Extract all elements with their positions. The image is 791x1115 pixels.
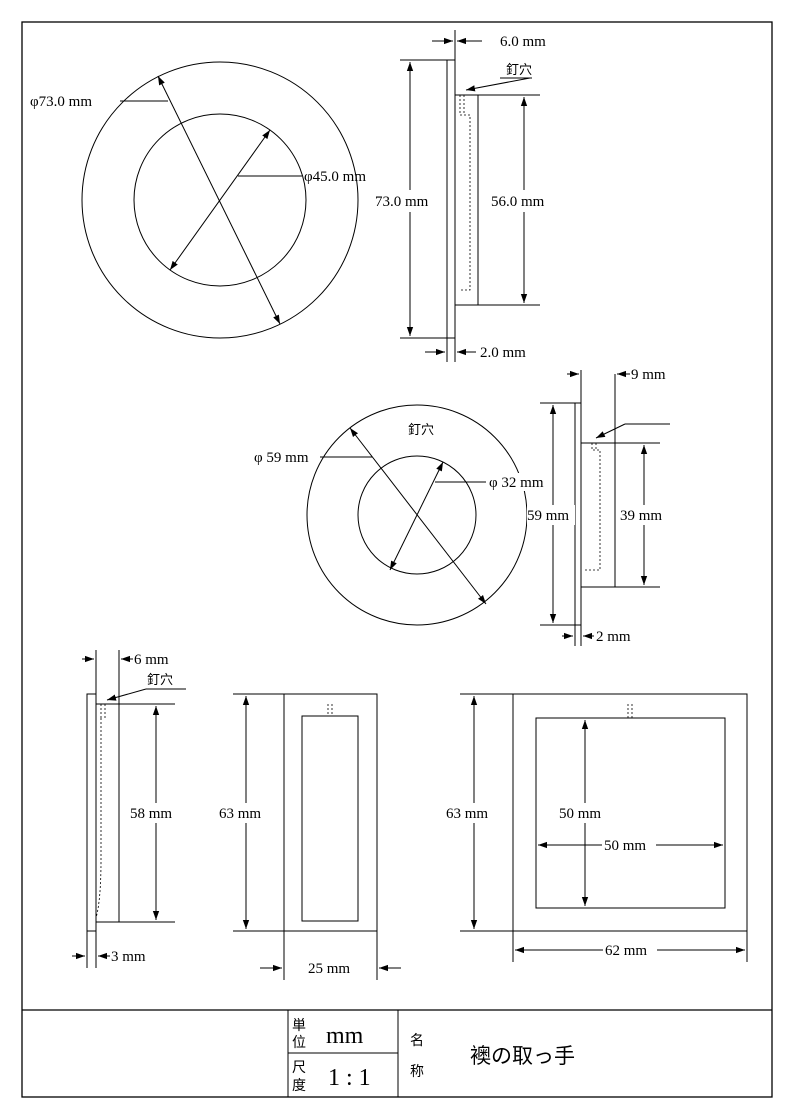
sheet-border (21, 21, 773, 1098)
rect-side-body (95, 703, 120, 923)
small-side-thickness-label: 9 mm (631, 367, 666, 383)
ring-small-nail-hole-label: 釘穴 (408, 422, 434, 437)
scale-label-1: 尺 (292, 1060, 306, 1076)
ring-large-outer-diameter-label: φ73.0 mm (30, 94, 92, 110)
ring-large-front-view: φ73.0 mm φ45.0 mm (30, 61, 366, 339)
name-label-1: 名 (410, 1033, 424, 1049)
side-plate-thickness-label: 2.0 mm (480, 345, 526, 361)
side-nail-hole-hidden (459, 95, 471, 291)
ring-large-inner-dim-line (169, 129, 271, 271)
small-side-plate (574, 402, 582, 626)
ring-small-inner-dim-line (389, 461, 444, 571)
ring-large-inner-diameter-label: φ45.0 mm (304, 169, 366, 185)
ring-large-outer-dim-line (157, 75, 281, 325)
title-block: 単 位 mm 尺 度 1 : 1 名 称 襖の取っ手 (22, 1009, 772, 1097)
rect-side-hidden-curve (95, 718, 102, 919)
ring-small-front-view: 釘穴 φ 59 mm φ 32 mm (254, 404, 552, 626)
rect-pull-front-view: 63 mm 25 mm (218, 693, 401, 980)
square-front-inner-width-label: 50 mm (604, 838, 646, 854)
small-side-plate-thickness-label: 2 mm (596, 629, 631, 645)
rect-front-width-label: 25 mm (308, 961, 350, 977)
side-nail-hole-leader (465, 77, 531, 92)
ring-small-inner-diameter-label: φ 32 mm (489, 475, 544, 491)
ring-small-outer-diameter-label: φ 59 mm (254, 450, 309, 466)
scale-label-2: 度 (292, 1078, 306, 1094)
name-label-2: 称 (410, 1064, 424, 1080)
ring-large-outer-circle (81, 61, 359, 339)
side-body (454, 94, 479, 306)
rect-front-height-label: 63 mm (219, 806, 261, 822)
square-pull-front-view: 63 mm 50 mm 50 mm 62 mm (445, 693, 748, 962)
square-front-outer (512, 693, 748, 932)
small-side-nail-hole-hidden (585, 443, 601, 571)
scale-value: 1 : 1 (328, 1065, 371, 1091)
rect-side-nail-hole-label: 釘穴 (147, 672, 173, 687)
square-front-width-label: 62 mm (605, 943, 647, 959)
side-nail-hole-label: 釘穴 (506, 62, 532, 77)
ring-small-side-view: 59 mm 39 mm 9 mm 2 mm (527, 367, 670, 646)
square-front-inner-height-label: 50 mm (559, 806, 601, 822)
rect-side-inner-height-label: 58 mm (130, 806, 172, 822)
side-thickness-label: 6.0 mm (500, 34, 546, 50)
side-inner-height-label: 56.0 mm (491, 194, 545, 210)
ring-large-side-view: 73.0 mm 56.0 mm 6.0 mm 釘穴 2.0 mm (372, 30, 561, 362)
ring-small-outer-dim-line (349, 427, 487, 605)
rect-side-plate-thickness-label: 3 mm (111, 949, 146, 965)
small-side-inner-height-label: 39 mm (620, 508, 662, 524)
unit-label-2: 位 (292, 1035, 306, 1051)
square-front-height-label: 63 mm (446, 806, 488, 822)
small-side-body (580, 442, 616, 588)
rect-front-outer (283, 693, 378, 932)
unit-value: mm (326, 1023, 364, 1049)
rect-side-nail-leader (106, 688, 147, 701)
rect-side-plate (86, 693, 97, 932)
rect-pull-side-view: 6 mm 釘穴 58 mm 3 mm (72, 650, 186, 968)
side-height-label: 73.0 mm (375, 194, 429, 210)
side-plate (446, 59, 456, 339)
drawing-name: 襖の取っ手 (470, 1044, 575, 1068)
small-side-height-label: 59 mm (527, 508, 569, 524)
rect-front-inner (301, 715, 359, 922)
square-front-inner (535, 717, 726, 909)
rect-side-thickness-label: 6 mm (134, 652, 169, 668)
unit-label-1: 単 (292, 1018, 306, 1034)
